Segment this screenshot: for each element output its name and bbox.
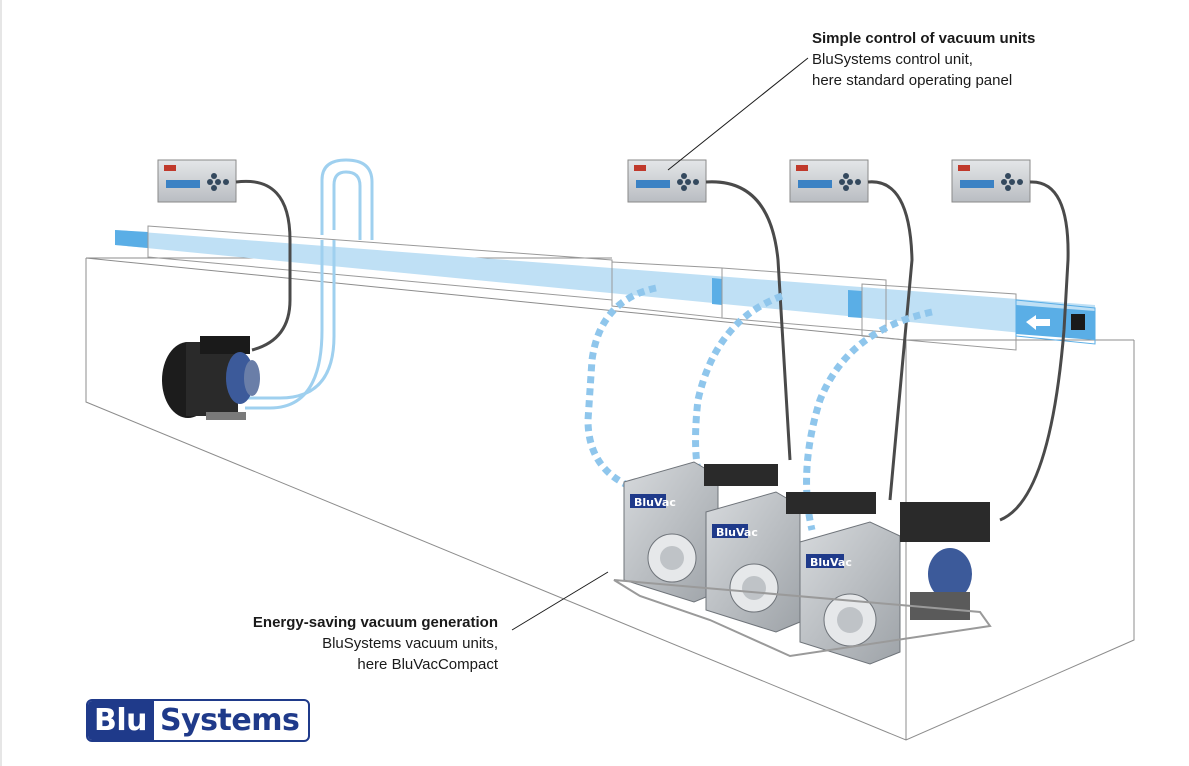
callout-heading: Energy-saving vacuum generation xyxy=(252,614,498,631)
badge-label-1: BluVac xyxy=(634,496,676,509)
motor-icon xyxy=(162,336,260,420)
vacuum-hose xyxy=(584,284,933,531)
leader-line-vacuum xyxy=(511,571,609,631)
callout-control-units: Simple control of vacuum units BluSystem… xyxy=(812,28,1035,91)
badge-label-2: BluVac xyxy=(716,526,758,539)
callout-line: BluSystems vacuum units, xyxy=(322,635,498,652)
callout-heading: Simple control of vacuum units xyxy=(812,30,1036,47)
leader-line-control xyxy=(667,57,809,171)
badge-label-3: BluVac xyxy=(810,556,852,569)
vacuum-pump-icon xyxy=(613,461,992,665)
unit-badges: BluVac BluVac BluVac xyxy=(634,496,852,569)
flow-arrow-icon xyxy=(1026,314,1085,330)
cable-icon xyxy=(235,179,1070,522)
logo-part-blu: Blu xyxy=(88,701,155,740)
callout-vacuum-units: Energy-saving vacuum generation BluSyste… xyxy=(180,612,498,675)
pipe-loop xyxy=(245,158,374,410)
callout-line: here standard operating panel xyxy=(812,72,1013,89)
air-duct xyxy=(115,225,1096,351)
logo-part-systems: Systems xyxy=(160,703,300,738)
callout-line: here BluVacCompact xyxy=(357,656,498,673)
blusystems-logo: Blu Systems xyxy=(86,699,310,742)
callout-line: BluSystems control unit, xyxy=(812,51,973,68)
control-panel-icon xyxy=(157,159,1031,203)
